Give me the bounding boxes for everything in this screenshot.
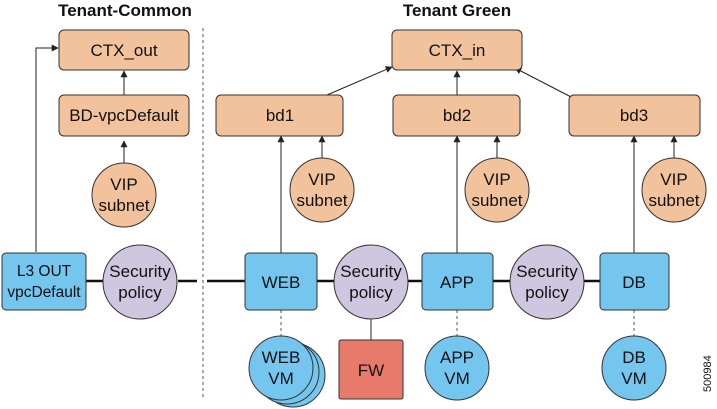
vip-subnet-bd1: VIP subnet: [289, 157, 355, 223]
bd-vpc-default-box: BD-vpcDefault: [58, 94, 190, 137]
app-epg-box: APP: [421, 252, 494, 311]
arrow-bd3-to-ctx-in: [514, 67, 574, 99]
web-epg-label: WEB: [262, 273, 301, 292]
l3out-line2: vpcDefault: [7, 284, 81, 301]
vip-subnet-line1: VIP: [483, 170, 510, 189]
web-vm-line2: VM: [268, 369, 294, 388]
security-policy-line1: Security: [340, 262, 402, 281]
db-epg-box: DB: [599, 252, 670, 311]
bd1-label: bd1: [266, 106, 294, 125]
ctx-in-box: CTX_in: [391, 29, 523, 71]
vip-subnet-line2: subnet: [648, 191, 699, 210]
vip-subnet-common: VIP subnet: [91, 162, 157, 228]
security-policy-common: Security policy: [102, 244, 178, 320]
arrow-l3out-to-ctx-out: [35, 44, 59, 252]
ctx-in-label: CTX_in: [429, 41, 486, 60]
bd3-box: bd3: [568, 94, 701, 137]
app-vm-line2: VM: [444, 369, 470, 388]
firewall-box: FW: [338, 339, 404, 400]
app-epg-label: APP: [440, 273, 474, 292]
vip-subnet-line2: subnet: [471, 191, 522, 210]
security-policy-line2: policy: [349, 283, 393, 302]
bd2-label: bd2: [443, 106, 471, 125]
vip-subnet-line2: subnet: [296, 191, 347, 210]
vip-subnet-line1: VIP: [660, 170, 687, 189]
db-vm-line2: VM: [621, 369, 647, 388]
arrow-bd1-to-ctx-in: [326, 66, 393, 96]
vip-subnet-bd2: VIP subnet: [464, 157, 530, 223]
web-epg-box: WEB: [244, 252, 318, 311]
ctx-out-box: CTX_out: [58, 29, 190, 71]
bd-vpc-default-label: BD-vpcDefault: [69, 106, 179, 125]
ctx-out-label: CTX_out: [90, 41, 157, 60]
security-policy-line2: policy: [118, 283, 162, 302]
vip-subnet-line1: VIP: [308, 170, 335, 189]
app-vm: APP VM: [424, 335, 490, 401]
db-vm-line1: DB: [622, 348, 646, 367]
header-tenant-green: Tenant Green: [403, 1, 511, 20]
bd2-box: bd2: [392, 94, 521, 137]
security-policy-line1: Security: [516, 262, 578, 281]
db-epg-label: DB: [622, 273, 646, 292]
security-policy-line2: policy: [525, 283, 569, 302]
l3out-box: L3 OUT vpcDefault: [1, 252, 87, 311]
vip-subnet-line1: VIP: [110, 175, 137, 194]
header-tenant-common: Tenant-Common: [58, 1, 192, 20]
security-policy-web-app: Security policy: [333, 244, 409, 320]
web-vm-line1: WEB: [262, 348, 301, 367]
security-policy-line1: Security: [109, 262, 171, 281]
vip-subnet-line2: subnet: [98, 196, 149, 215]
l3out-line1: L3 OUT: [17, 263, 72, 280]
bd1-box: bd1: [215, 94, 344, 137]
vip-subnet-bd3: VIP subnet: [641, 157, 707, 223]
db-vm: DB VM: [601, 335, 667, 401]
security-policy-app-db: Security policy: [509, 244, 585, 320]
figure-id: 500984: [702, 355, 714, 392]
app-vm-line1: APP: [440, 348, 474, 367]
web-vm-stack: WEB VM: [248, 335, 326, 408]
firewall-label: FW: [358, 361, 384, 380]
bd3-label: bd3: [620, 106, 648, 125]
